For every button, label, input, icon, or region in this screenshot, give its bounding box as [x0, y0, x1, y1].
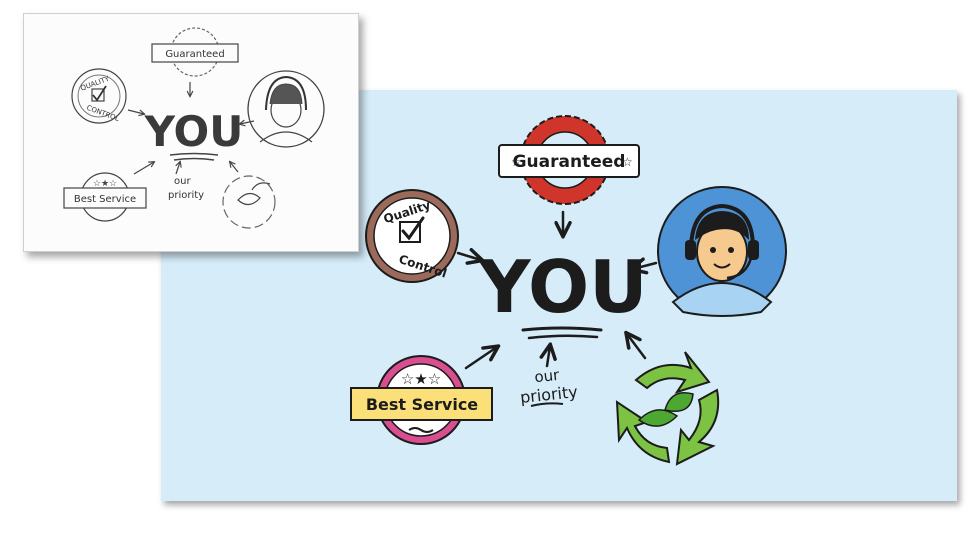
support-agent-badge	[657, 186, 787, 317]
sketch-guaranteed-badge: Guaranteed	[151, 27, 239, 96]
sketch-you-title: YOU	[144, 107, 244, 156]
recycle-icon	[615, 351, 720, 466]
sketch-canvas: Guaranteed QUALITY CONTROL YOU	[63, 27, 325, 229]
our-label: our	[533, 366, 560, 387]
sketch-support-agent	[240, 70, 325, 148]
arrow-icon	[633, 263, 658, 269]
headset-earpiece-icon	[748, 240, 759, 260]
arrow-icon	[627, 334, 647, 360]
guaranteed-badge: ☆ ☆ Guaranteed	[498, 115, 640, 205]
star-icon: ☆	[622, 155, 633, 169]
underline-2	[527, 334, 599, 340]
sketch-quality-control-badge: QUALITY CONTROL	[71, 68, 144, 124]
star-icon: ☆	[511, 155, 522, 169]
arrow-icon	[464, 347, 497, 370]
sketch-best-service-badge: ☆★☆ Best Service	[63, 162, 154, 222]
sketch-best-service-label: Best Service	[74, 194, 136, 205]
arrow-icon	[547, 346, 550, 368]
you-title: YOU	[477, 245, 647, 329]
best-service-label: Best Service	[366, 395, 478, 414]
illustration-canvas: ☆ ☆ Guaranteed Quality Control YOU	[350, 115, 787, 466]
best-service-badge: ☆★☆ Best Service	[350, 355, 493, 445]
agent-hair	[695, 211, 749, 240]
underline-1	[521, 326, 603, 332]
leaf-icon	[664, 392, 694, 412]
sketch-our-label: our	[174, 176, 191, 187]
guaranteed-label: Guaranteed	[513, 152, 626, 172]
quality-control-badge: Quality Control	[365, 189, 459, 283]
leaf-icon	[637, 409, 679, 427]
sketch-control-label: CONTROL	[85, 104, 120, 123]
checkmark-icon	[401, 216, 425, 241]
headset-icon	[689, 203, 755, 249]
sketch-quality-label: QUALITY	[79, 75, 111, 93]
sketch-priority-label: priority	[168, 190, 204, 201]
headset-earpiece-icon	[685, 240, 696, 260]
illustration-panel: ☆ ☆ Guaranteed Quality Control YOU	[161, 90, 957, 501]
stars-icon: ☆★☆	[401, 371, 441, 388]
agent-shirt	[671, 282, 773, 317]
sketch-recycle-icon	[222, 162, 276, 229]
headset-mic-icon	[726, 257, 753, 280]
arrows	[456, 210, 658, 370]
pencil-sketch-card: Guaranteed QUALITY CONTROL YOU	[23, 13, 359, 252]
svg-text:☆★☆: ☆★☆	[93, 178, 117, 188]
sketch-guaranteed-label: Guaranteed	[165, 49, 224, 60]
arrow-icon	[456, 253, 481, 260]
